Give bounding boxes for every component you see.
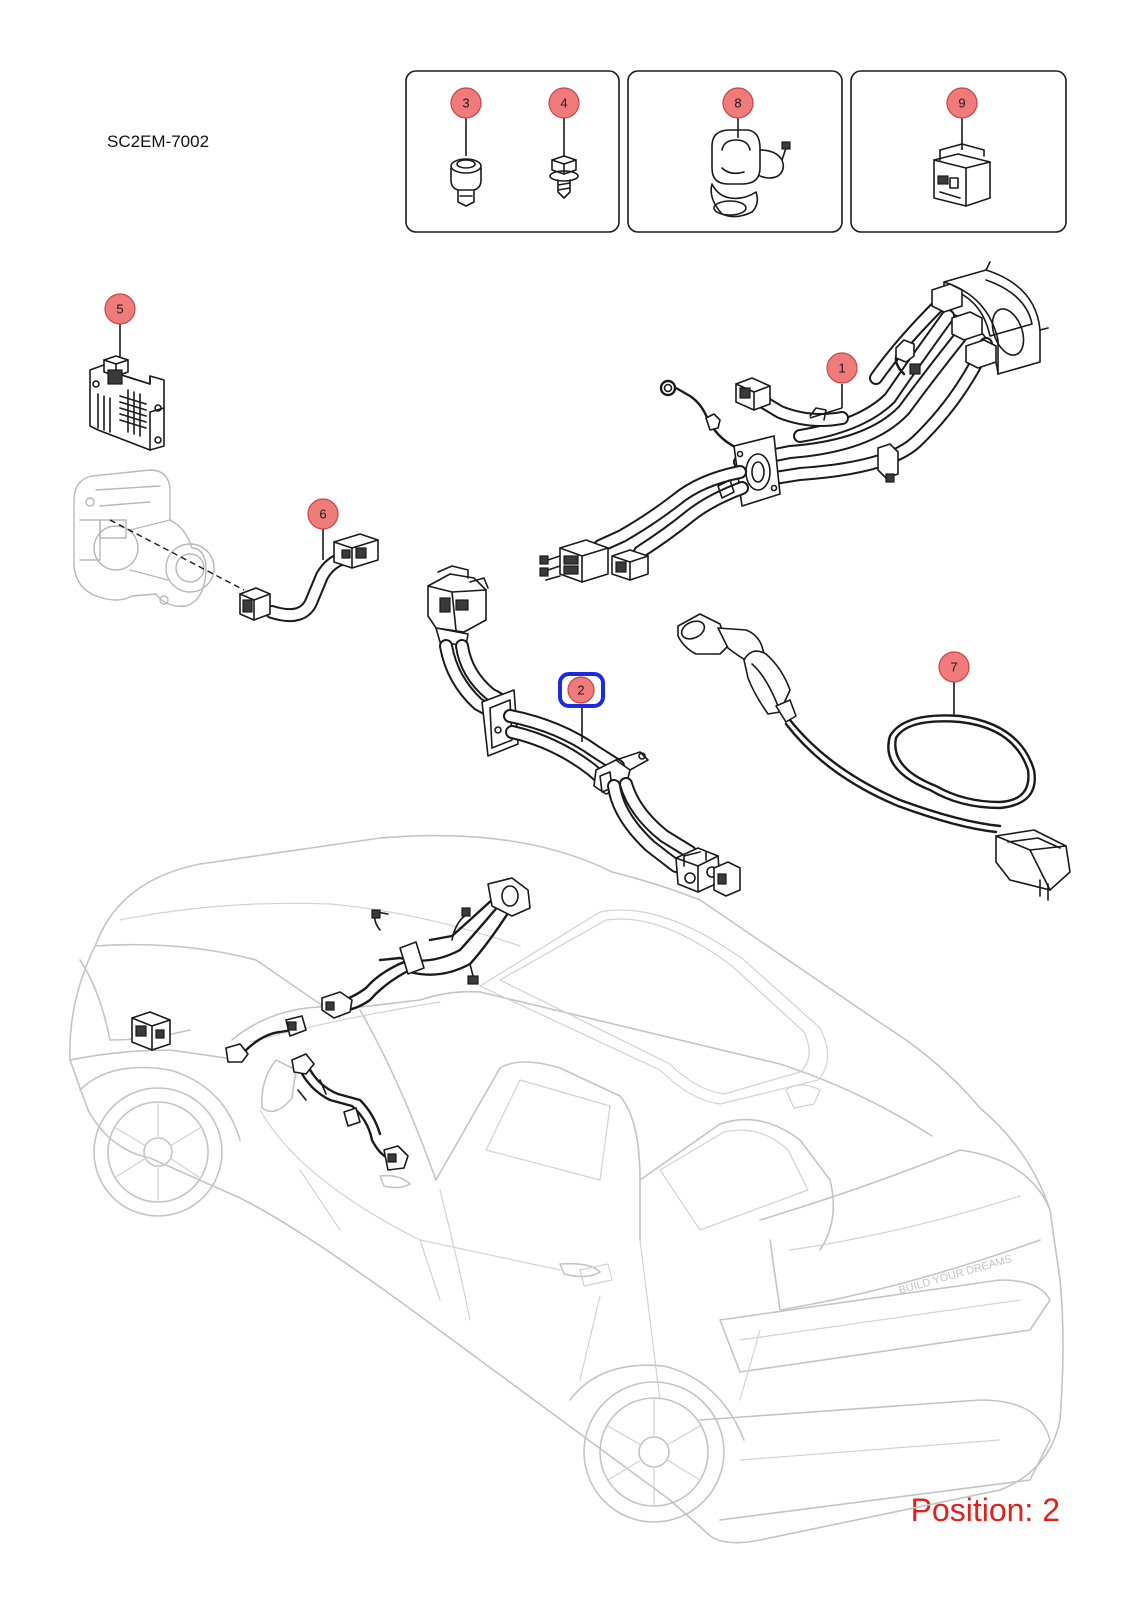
vehicle-ghost: BUILD YOUR DREAMS — [69, 834, 1064, 1544]
part-7-charging-cable[interactable] — [677, 613, 1071, 901]
callout-4[interactable]: 4 — [548, 87, 580, 156]
callout-2[interactable]: 2 — [558, 672, 605, 742]
compressor-ghost — [73, 469, 215, 607]
inset-box-strap — [627, 70, 843, 233]
callout-7[interactable]: 7 — [938, 651, 970, 716]
part-2-hv-harness[interactable] — [427, 565, 741, 897]
part-3-clip[interactable] — [450, 158, 482, 207]
callout-9-label: 9 — [958, 96, 965, 111]
part-9-connector[interactable] — [933, 143, 991, 207]
rear-badge-text: BUILD YOUR DREAMS — [898, 1253, 1014, 1297]
selected-callout-highlight — [558, 672, 605, 708]
callout-1[interactable]: 1 — [809, 352, 858, 419]
part-6-compressor-harness[interactable] — [109, 519, 379, 622]
callout-8-label: 8 — [734, 96, 741, 111]
callout-5-label: 5 — [116, 302, 123, 317]
part-8-grommet-strap[interactable] — [710, 129, 791, 218]
callout-7-label: 7 — [950, 660, 957, 675]
part-1-charging-harness[interactable] — [539, 261, 1049, 583]
inset-box-connector — [850, 70, 1067, 233]
inset-box-fasteners — [405, 70, 620, 233]
installed-harness-overlay — [131, 877, 531, 1171]
callout-2-label: 2 — [577, 683, 584, 698]
part-4-screw[interactable] — [549, 155, 579, 199]
callout-4-label: 4 — [560, 96, 567, 111]
callout-6-label: 6 — [319, 507, 326, 522]
callout-6[interactable]: 6 — [307, 498, 339, 560]
callout-3-label: 3 — [462, 96, 469, 111]
callout-5[interactable]: 5 — [104, 293, 136, 358]
part-5-control-module[interactable] — [89, 355, 165, 451]
callout-8[interactable]: 8 — [722, 87, 754, 138]
callout-9[interactable]: 9 — [946, 87, 978, 150]
callout-1-label: 1 — [838, 361, 845, 376]
diagram-code: SC2EM-7002 — [107, 132, 210, 151]
callout-3[interactable]: 3 — [450, 87, 482, 156]
position-label: Position: 2 — [910, 1492, 1060, 1528]
